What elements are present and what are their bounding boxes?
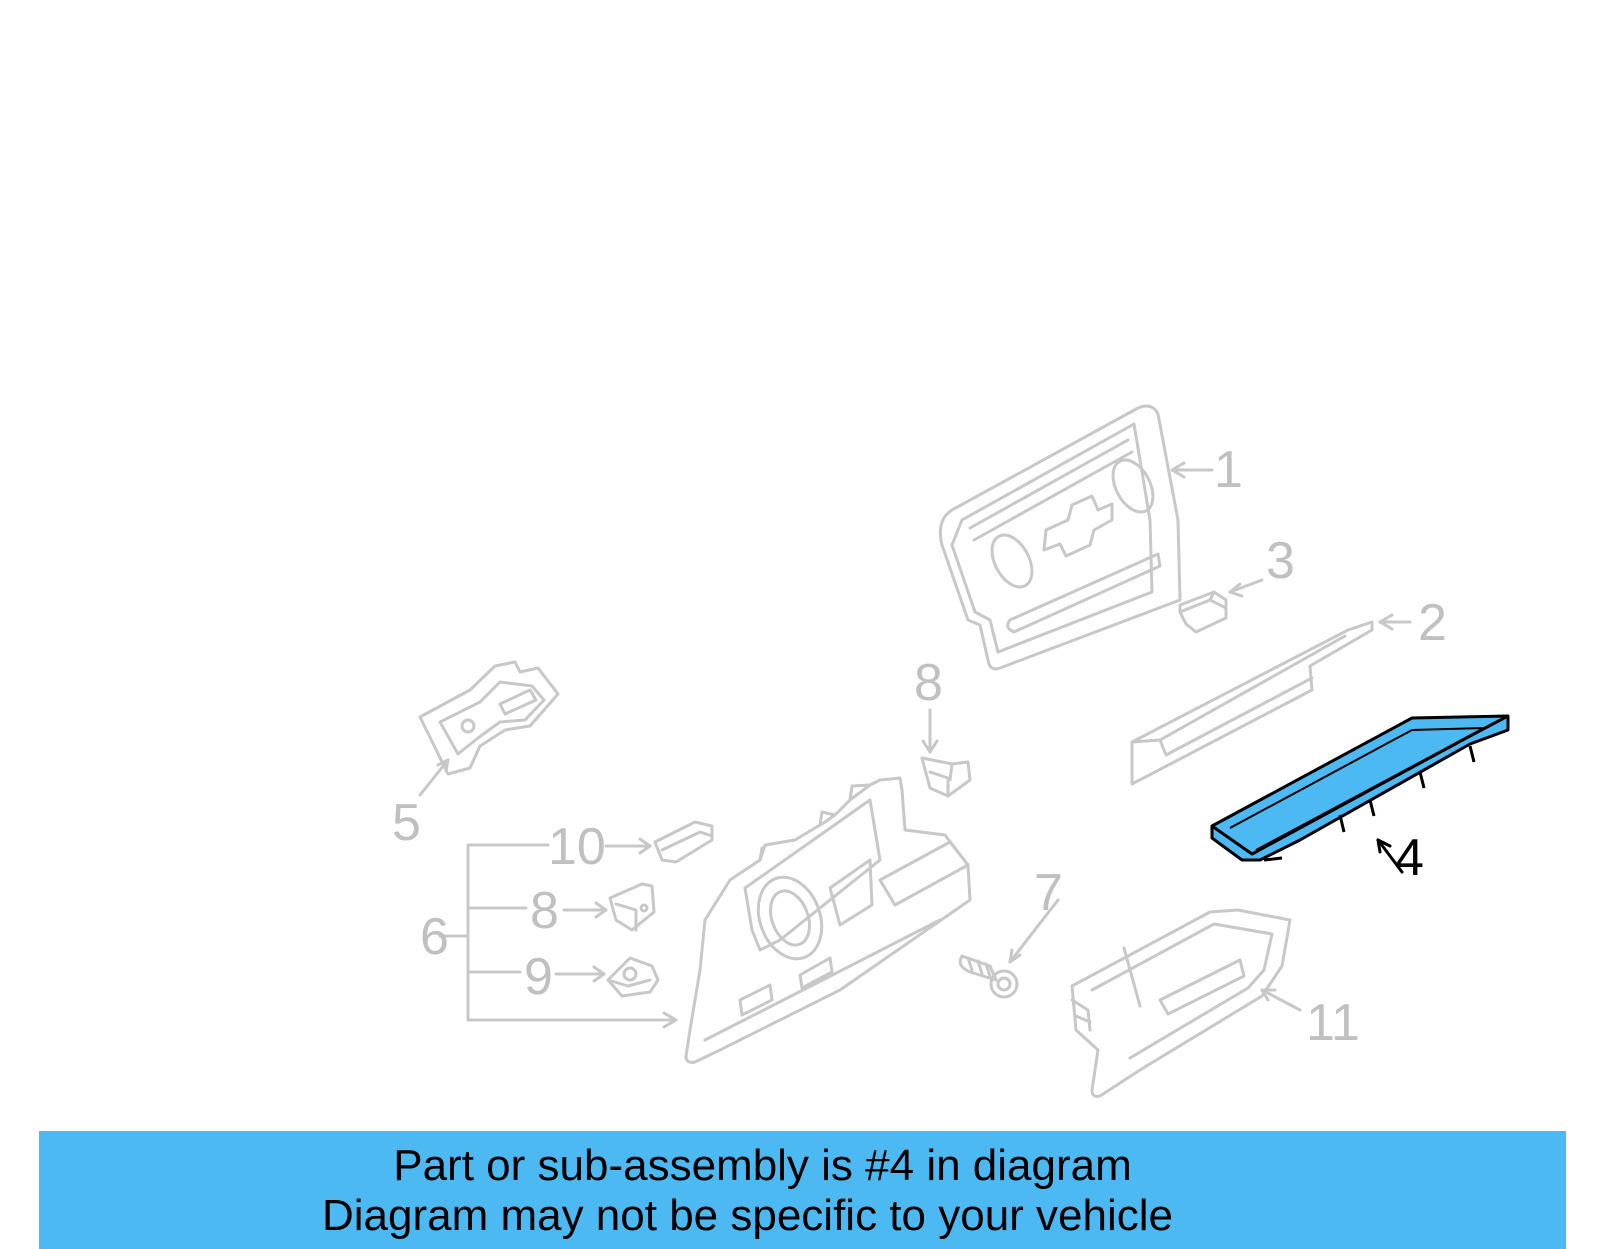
- part-3-clip: [1178, 590, 1228, 634]
- part-6-housing: [684, 776, 972, 1064]
- part-5-switch-panel: [418, 660, 560, 776]
- part-7-screw: [958, 954, 1019, 999]
- callout-2: 2: [1418, 594, 1447, 652]
- callout-8-upper: 8: [914, 654, 943, 712]
- callout-labels: 1 2 3 4 5 6 7 8 8 9 10 11: [392, 441, 1447, 1052]
- callout-5: 5: [392, 794, 421, 852]
- leader-4: [1376, 838, 1404, 874]
- callout-8-lower: 8: [530, 882, 559, 940]
- banner-line-1: Part or sub-assembly is #4 in diagram: [393, 1141, 1132, 1190]
- callout-9: 9: [524, 948, 553, 1006]
- info-banner: Part or sub-assembly is #4 in diagram Di…: [39, 1131, 1566, 1249]
- banner-line-2: Diagram may not be specific to your vehi…: [321, 1191, 1174, 1240]
- part-1-bezel: [938, 404, 1182, 671]
- part-11-glove-box: [1070, 908, 1292, 1098]
- callout-7: 7: [1034, 864, 1063, 922]
- part-2-trim-strip: [1130, 620, 1374, 786]
- part-8-lower-clip: [608, 882, 656, 932]
- callout-1: 1: [1214, 441, 1243, 499]
- part-4-tray: [1210, 714, 1510, 862]
- faded-leader-lines: [418, 461, 1412, 1029]
- callout-10: 10: [548, 818, 606, 876]
- part-8-upper-clip: [920, 756, 972, 798]
- callout-3: 3: [1266, 532, 1295, 590]
- callout-11: 11: [1306, 994, 1360, 1052]
- part-9-nut: [606, 956, 660, 998]
- part-10-clip: [653, 820, 714, 864]
- callout-6: 6: [420, 908, 449, 966]
- callout-4: 4: [1395, 829, 1424, 887]
